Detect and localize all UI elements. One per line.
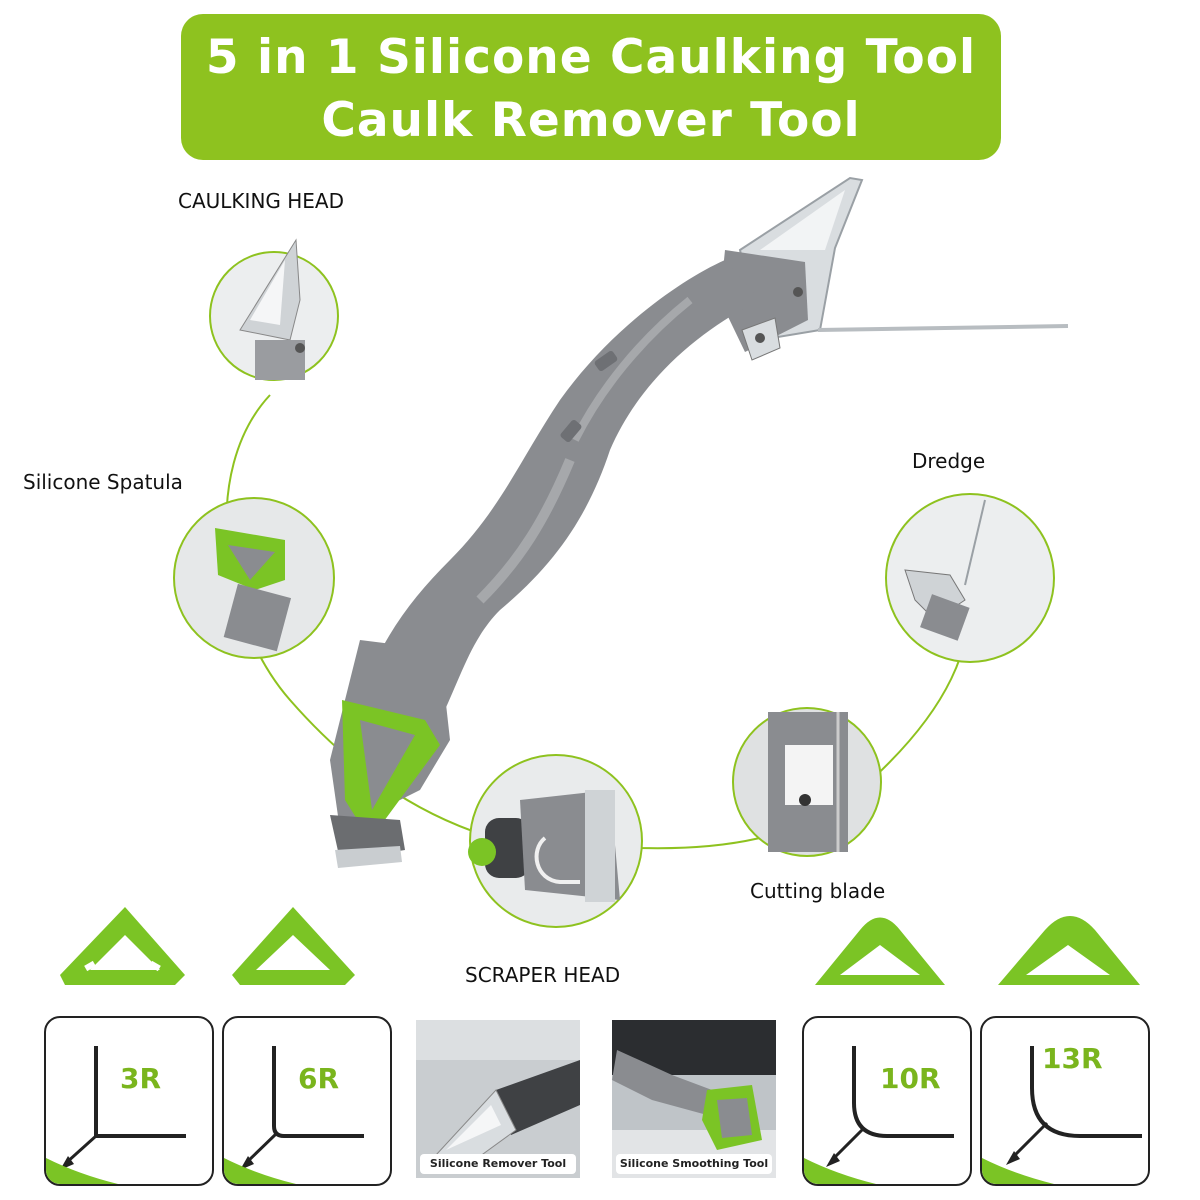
radius-label: 6R — [298, 1062, 340, 1095]
caulking-tool — [330, 176, 1069, 868]
photo-silicone-remover-tool: Silicone Remover Tool — [416, 1020, 580, 1178]
radius-tile-6r: 6R — [222, 1016, 392, 1186]
label-scraper-head: SCRAPER HEAD — [465, 963, 621, 987]
arrow-icon — [1006, 1151, 1020, 1165]
label-dredge: Dredge — [912, 449, 986, 473]
detail-cutting-blade — [732, 707, 882, 857]
screw-icon — [755, 333, 765, 343]
spatula-cap-3r — [60, 907, 185, 985]
handle-slot — [560, 419, 582, 443]
radius-label: 3R — [120, 1062, 162, 1095]
radius-tile-13r: 13R — [980, 1016, 1150, 1186]
label-caulking-head: CAULKING HEAD — [178, 189, 345, 213]
title-line-1: 5 in 1 Silicone Caulking Tool — [205, 30, 977, 85]
spatula-inner — [360, 720, 415, 810]
screw-icon — [793, 287, 803, 297]
detail-silicone-spatula — [173, 497, 335, 659]
arrow-icon — [240, 1156, 254, 1170]
detail-caulking-head — [209, 238, 339, 381]
radius-label: 10R — [880, 1062, 941, 1095]
grip-ridge — [476, 458, 575, 604]
detail-dredge — [885, 493, 1055, 663]
spatula-cap-6r — [232, 907, 355, 985]
radius-tile-10r: 10R — [802, 1016, 972, 1186]
radius-label: 13R — [1042, 1042, 1103, 1075]
dredge-wire — [817, 324, 1069, 332]
scraper-blade — [335, 846, 402, 868]
photo-silicone-smoothing-tool: Silicone Smoothing Tool — [612, 1020, 776, 1178]
label-cutting-blade: Cutting blade — [750, 879, 886, 903]
tool-head — [720, 250, 808, 352]
product-scene — [60, 176, 1140, 985]
spatula-cap-10r — [815, 917, 945, 985]
title-line-2: Caulk Remover Tool — [321, 93, 861, 148]
photo-caption: Silicone Remover Tool — [420, 1154, 576, 1174]
label-silicone-spatula: Silicone Spatula — [23, 470, 183, 494]
spatula-cap-13r — [998, 916, 1140, 985]
detail-scraper-head — [468, 754, 643, 928]
photo-caption: Silicone Smoothing Tool — [616, 1154, 772, 1174]
handle-slot — [594, 350, 618, 372]
handle-ridge — [571, 296, 693, 442]
title-banner: 5 in 1 Silicone Caulking Tool Caulk Remo… — [181, 14, 1001, 160]
blade-shine — [760, 190, 845, 250]
radius-tile-3r: 3R — [44, 1016, 214, 1186]
arrow-icon — [826, 1153, 840, 1167]
